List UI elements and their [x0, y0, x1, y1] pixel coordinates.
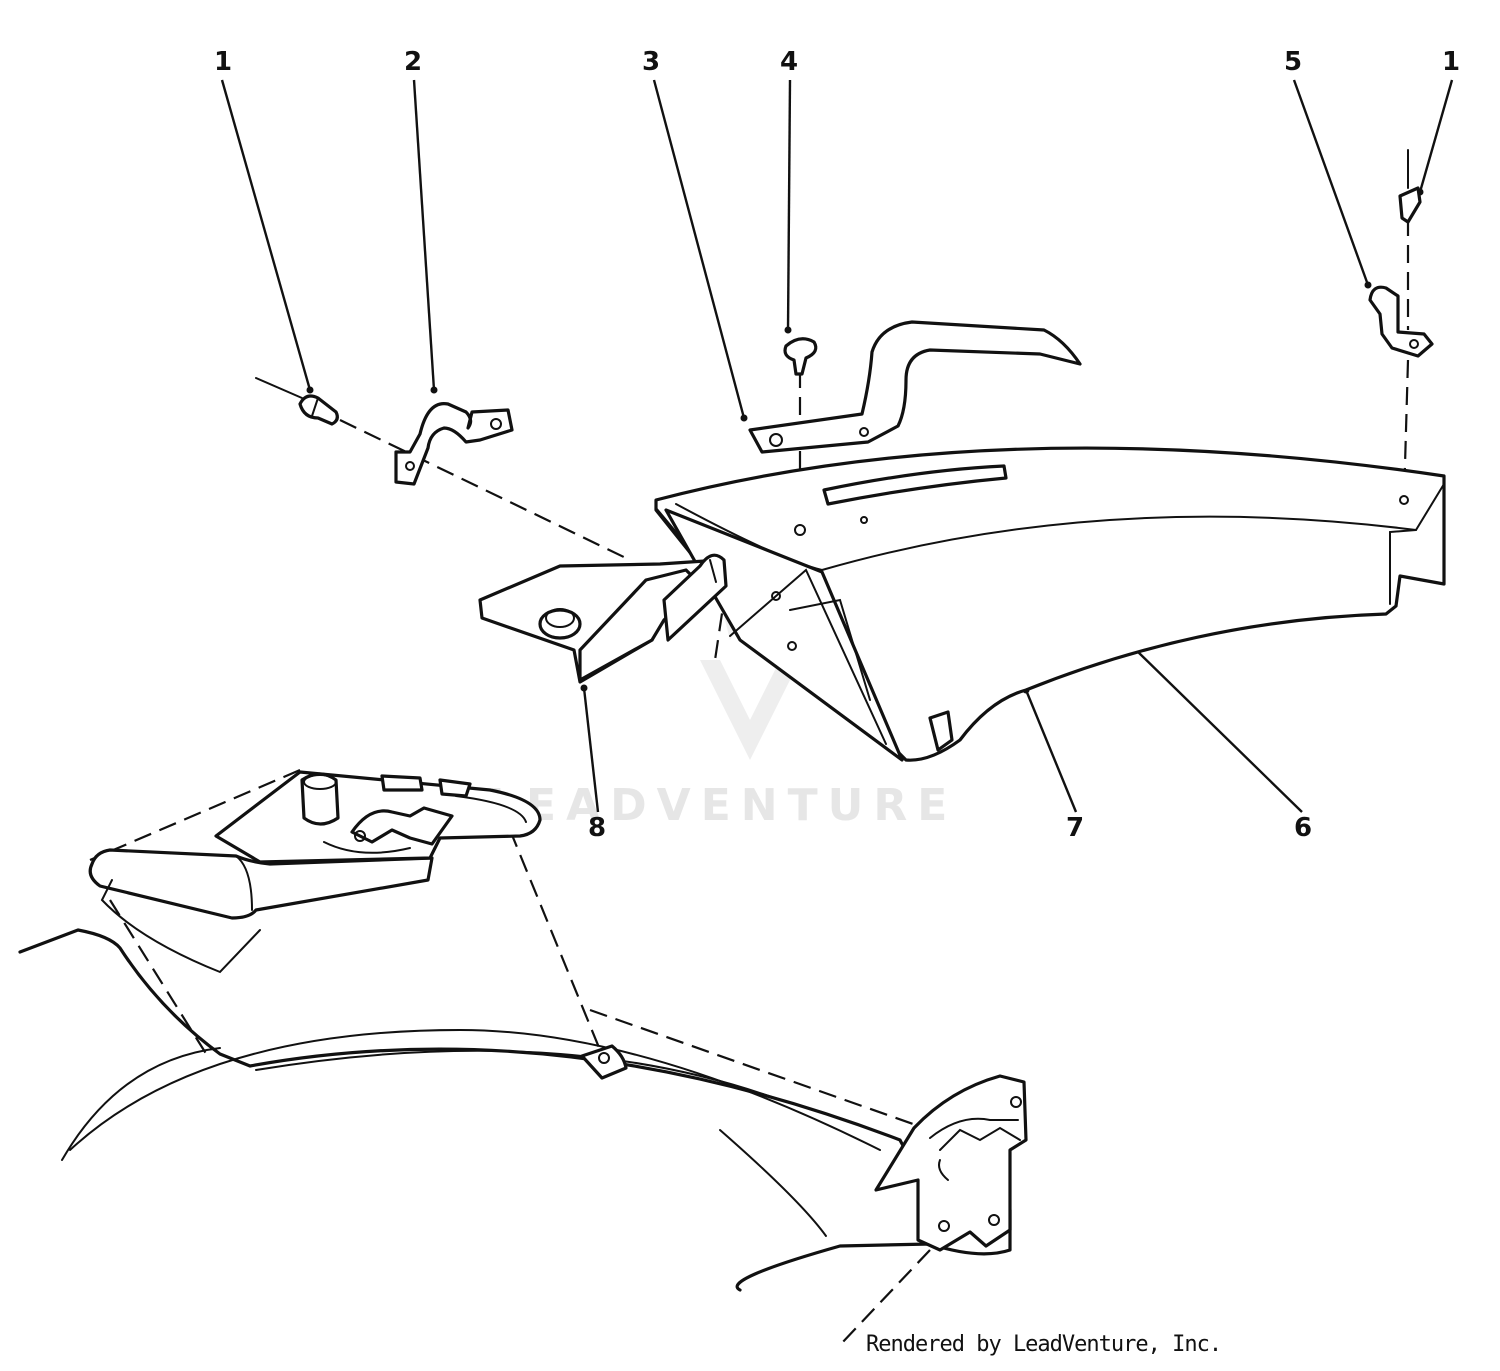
part-5-clamp	[1368, 285, 1434, 358]
part-4-bolt	[783, 337, 818, 376]
callout-5: 5	[1284, 47, 1302, 77]
part-6-decal	[822, 464, 1008, 506]
callout-6: 6	[1294, 813, 1312, 843]
part-8-mounting-bracket	[478, 553, 728, 684]
callout-2: 2	[404, 47, 422, 77]
leader-lines	[220, 79, 1454, 813]
callout-3: 3	[642, 47, 660, 77]
callout-4: 4	[780, 47, 798, 77]
watermark-text: LEADVENTURE	[488, 780, 957, 831]
callout-7: 7	[1066, 813, 1084, 843]
part-7-discharge-chute	[654, 446, 1446, 762]
part-2-clamp	[394, 401, 514, 486]
part-3-handle	[748, 320, 1082, 454]
render-credit: Rendered by LeadVenture, Inc.	[866, 1332, 1222, 1357]
mower-deck-assembly	[18, 928, 1028, 1292]
callout-8: 8	[588, 813, 606, 843]
part-1-rivet-right	[1398, 186, 1422, 224]
callout-1-right: 1	[1442, 47, 1460, 77]
lower-pivot-bar	[88, 770, 542, 974]
callout-1-left: 1	[214, 47, 232, 77]
part-1-rivet-left	[298, 394, 339, 426]
